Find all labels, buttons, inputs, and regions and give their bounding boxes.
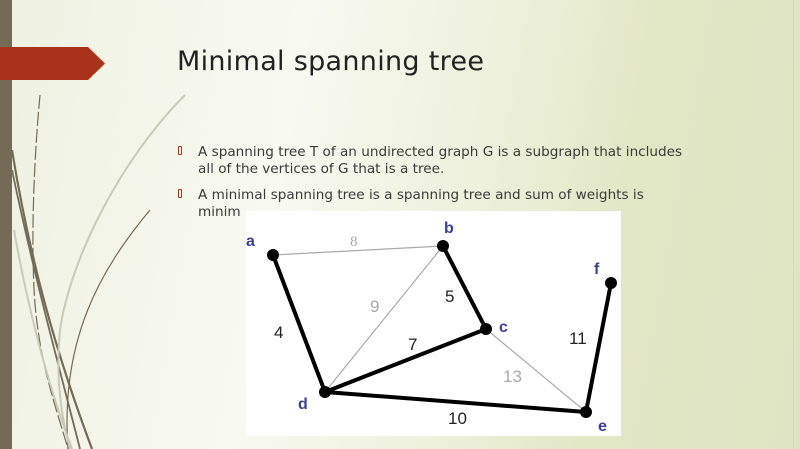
node-c [480, 323, 492, 335]
bullet-text-line: A minimal spanning tree is a spanning tr… [198, 187, 644, 203]
weight-a-b: 8 [350, 234, 358, 250]
node-f [605, 277, 617, 289]
edge-b-c [441, 245, 488, 330]
weight-b-c: 5 [445, 287, 454, 306]
node-b [437, 240, 449, 252]
edge-a-d [271, 254, 327, 393]
weight-d-e: 10 [448, 409, 467, 428]
edge-e-f [584, 282, 613, 413]
node-label-d: d [298, 396, 308, 413]
node-d [319, 386, 331, 398]
node-label-b: b [444, 220, 454, 237]
graph-image: a b c d e f 8 4 9 5 7 13 10 11 [246, 211, 621, 436]
bullet-text-line: A spanning tree T of an undirected graph… [198, 144, 683, 160]
weight-c-e: 13 [503, 367, 522, 386]
node-a [267, 249, 279, 261]
bullet-icon [178, 189, 182, 198]
bullet-text-line: all of the vertices of G that is a tree. [198, 161, 445, 177]
bullet-item: A minimal spanning tree is a spanning tr… [178, 187, 738, 221]
edge-d-e [324, 390, 587, 414]
edge-d-c [324, 327, 487, 394]
weight-d-c: 7 [408, 335, 417, 354]
bullet-list: A spanning tree T of an undirected graph… [178, 144, 738, 230]
left-accent-bar [0, 0, 12, 449]
node-label-f: f [594, 261, 600, 278]
bullet-text-line: minim [198, 204, 241, 220]
edge-c-e [485, 328, 587, 413]
weight-a-d: 4 [274, 323, 283, 342]
node-label-a: a [246, 233, 255, 250]
edge-b-d [324, 245, 444, 393]
title-arrow-banner [0, 47, 105, 80]
bullet-icon [178, 146, 182, 155]
weight-e-f: 11 [569, 329, 587, 348]
bullet-item: A spanning tree T of an undirected graph… [178, 144, 738, 178]
node-label-e: e [598, 418, 607, 435]
edge-a-b [272, 245, 444, 256]
page-title: Minimal spanning tree [177, 46, 485, 77]
node-e [580, 406, 592, 418]
right-edge-line [793, 0, 794, 449]
weight-b-d: 9 [370, 297, 379, 316]
node-label-c: c [499, 319, 508, 336]
spanning-tree-graph: a b c d e f 8 4 9 5 7 13 10 11 [246, 220, 617, 435]
